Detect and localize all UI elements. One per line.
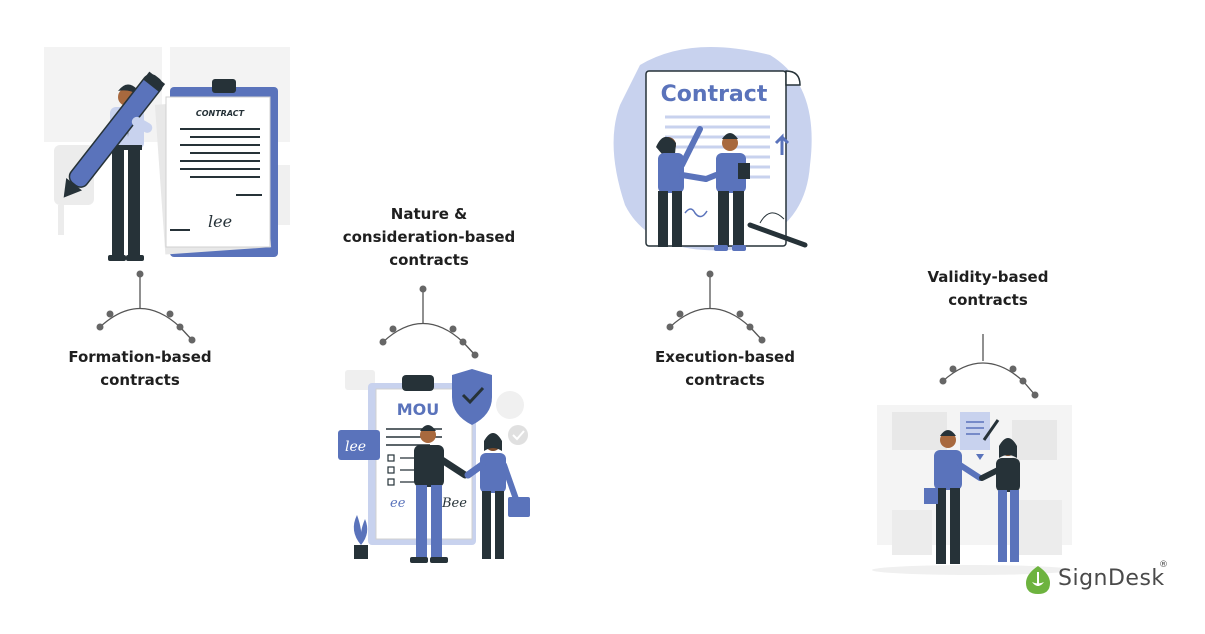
validity-illustration [872, 405, 1072, 575]
execution-label-line2: contracts [685, 371, 765, 389]
mou-doc-title: MOU [397, 400, 440, 419]
signdesk-logo-icon [1026, 566, 1050, 594]
nature-connector [379, 285, 479, 359]
execution-label-line1: Execution-based [655, 348, 795, 366]
execution-doc-title: Contract [661, 82, 768, 107]
signdesk-logo: SignDesk ® [1022, 560, 1182, 600]
formation-signature: lee [208, 212, 232, 231]
validity-label: Validity-based contracts [888, 266, 1088, 312]
validity-connector [939, 334, 1039, 399]
mou-illustration: MOU ee Bee lee [338, 369, 530, 563]
execution-contract-illustration: Contract [613, 47, 812, 251]
signdesk-logo-text: SignDesk [1058, 566, 1165, 591]
validity-label-line2: contracts [948, 291, 1028, 309]
nature-label: Nature & consideration-based contracts [329, 203, 529, 272]
formation-connector [96, 270, 196, 344]
mou-signature-1: ee [390, 496, 406, 511]
formation-label: Formation-based contracts [40, 346, 240, 392]
formation-label-line2: contracts [100, 371, 180, 389]
formation-label-line1: Formation-based [68, 348, 212, 366]
nature-label-line3: contracts [389, 251, 469, 269]
validity-label-line1: Validity-based [927, 268, 1049, 286]
nature-label-line2: consideration-based [342, 228, 516, 246]
formation-contract-illustration: CONTRACT lee [44, 47, 290, 261]
formation-doc-title: CONTRACT [196, 109, 245, 118]
registered-mark: ® [1159, 560, 1168, 570]
nature-label-line1: Nature & [390, 205, 468, 223]
mou-signature-card: lee [345, 439, 366, 455]
execution-label: Execution-based contracts [625, 346, 825, 392]
mou-signature-2: Bee [441, 496, 467, 511]
execution-connector [666, 270, 766, 344]
